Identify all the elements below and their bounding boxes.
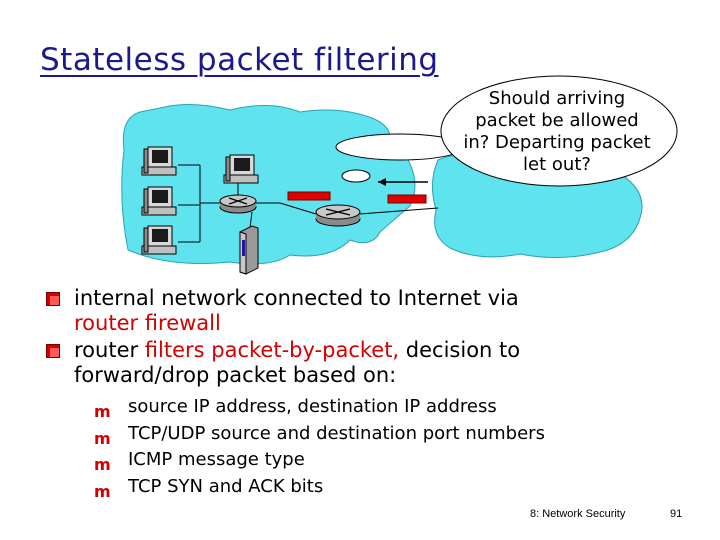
sub-bullet-text: TCP/UDP source and destination port numb… bbox=[128, 422, 545, 444]
callout-line: in? Departing packet bbox=[463, 132, 651, 153]
bullet-list: internal network connected to Internet v… bbox=[46, 286, 686, 501]
callout-line: Should arriving bbox=[488, 88, 626, 109]
callout-line: let out? bbox=[523, 154, 591, 175]
departing-packet-icon bbox=[287, 191, 331, 201]
bullet-item: internal network connected to Internet v… bbox=[46, 286, 686, 336]
bullet-text: internal network connected to Internet v… bbox=[74, 286, 519, 310]
network-diagram bbox=[121, 75, 678, 275]
sub-bullet-text: ICMP message type bbox=[128, 449, 305, 470]
firewall-router-icon bbox=[315, 204, 361, 227]
internal-router-icon bbox=[219, 194, 257, 214]
footer-page-number: 91 bbox=[670, 508, 683, 520]
thought-bubble-main bbox=[440, 75, 678, 187]
host-computer-icon bbox=[141, 146, 177, 176]
sub-bullet-item: m TCP SYN and ACK bits bbox=[94, 474, 686, 501]
footer-section: 8: Network Security bbox=[530, 508, 626, 520]
sub-bullet-marker-icon: m bbox=[94, 402, 111, 421]
slide-title: Stateless packet filtering bbox=[40, 42, 439, 78]
thought-bubble-small bbox=[341, 169, 371, 183]
sub-bullet-marker-icon: m bbox=[94, 428, 111, 448]
arriving-packet-icon bbox=[387, 194, 427, 204]
host-computer-icon bbox=[223, 154, 259, 184]
sub-bullet-text: TCP SYN and ACK bits bbox=[128, 475, 324, 497]
server-icon bbox=[239, 225, 259, 275]
bullet-item: router filters packet-by-packet, decisio… bbox=[46, 338, 686, 388]
sub-bullet-item: m TCP/UDP source and destination port nu… bbox=[94, 421, 686, 448]
host-computer-icon bbox=[141, 186, 177, 216]
sub-bullet-text: source IP address, destination IP addres… bbox=[128, 396, 497, 417]
bullet-marker-icon bbox=[46, 344, 60, 358]
callout-line: packet be allowed bbox=[475, 110, 639, 131]
sub-bullet-item: m ICMP message type bbox=[94, 447, 686, 474]
arrow-left-icon bbox=[378, 178, 428, 186]
bullet-text: decision to bbox=[399, 338, 521, 362]
bullet-text: forward/drop packet based on: bbox=[74, 363, 397, 387]
bullet-text: router bbox=[74, 338, 145, 362]
callout-text: Should arriving packet be allowed in? De… bbox=[452, 88, 662, 176]
bullet-highlight: router firewall bbox=[74, 311, 221, 335]
sub-bullet-list: m source IP address, destination IP addr… bbox=[94, 394, 686, 501]
sub-bullet-marker-icon: m bbox=[94, 455, 111, 474]
host-computer-icon bbox=[141, 225, 177, 255]
sub-bullet-marker-icon: m bbox=[94, 481, 111, 501]
bullet-highlight: filters packet-by-packet, bbox=[144, 338, 400, 362]
sub-bullet-item: m source IP address, destination IP addr… bbox=[94, 394, 686, 421]
bullet-marker-icon bbox=[46, 292, 60, 306]
